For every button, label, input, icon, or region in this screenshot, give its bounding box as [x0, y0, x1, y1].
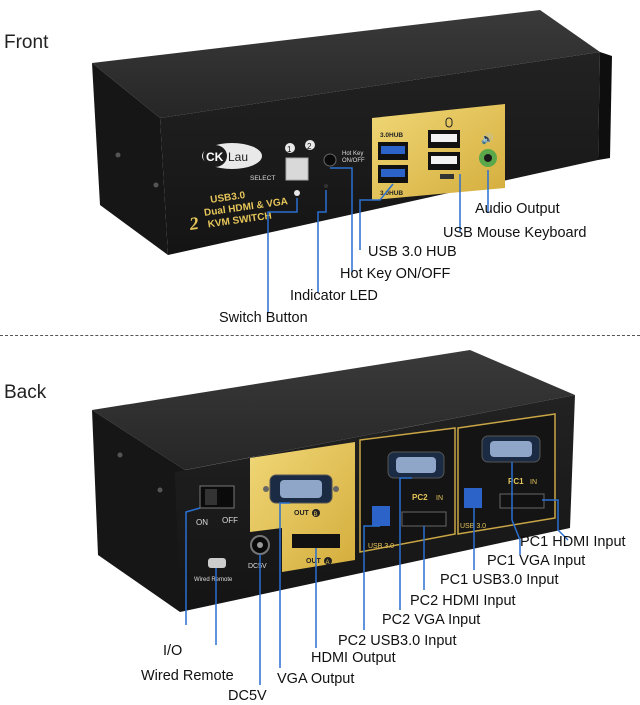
- svg-text:PC1: PC1: [508, 477, 524, 486]
- callout-pc2-vga: PC2 VGA Input: [382, 612, 481, 628]
- pc2-panel: [359, 427, 456, 553]
- pc1-usb3-port-icon: [464, 488, 482, 508]
- front-title: Front: [4, 32, 49, 53]
- back-top-face: [92, 350, 575, 470]
- pc2-usb3-port-icon: [372, 506, 390, 526]
- select-button-icon: [285, 157, 309, 181]
- callout-dc5v: DC5V: [228, 688, 267, 704]
- pc1-vga-port-icon: [490, 441, 532, 457]
- pc1-hdmi-port-icon: [499, 493, 545, 509]
- callout-hot-key: Hot Key ON/OFF: [340, 266, 451, 282]
- svg-text:Wired Remote: Wired Remote: [194, 577, 233, 583]
- svg-text:3.0HUB: 3.0HUB: [380, 132, 403, 139]
- svg-text:OUT: OUT: [306, 558, 322, 565]
- front-top-face: [92, 10, 600, 118]
- hdmi-output-port-icon: [292, 534, 340, 548]
- led-icon: [324, 184, 328, 188]
- svg-text:ON/OFF: ON/OFF: [342, 158, 365, 164]
- svg-text:CK: CK: [206, 150, 224, 164]
- screw-icon: [157, 487, 163, 493]
- screw-icon: [117, 452, 123, 458]
- mouse-icon: [445, 117, 453, 128]
- svg-text:1: 1: [287, 145, 292, 154]
- svg-text:USB 3.0: USB 3.0: [368, 543, 394, 550]
- screw-icon: [115, 152, 121, 158]
- svg-text:PC2: PC2: [412, 493, 428, 502]
- callout-audio-output: Audio Output: [475, 201, 560, 217]
- svg-text:Hot Key: Hot Key: [342, 151, 363, 157]
- hotkey-button-icon: [323, 153, 337, 167]
- svg-text:USB 3.0: USB 3.0: [460, 523, 486, 530]
- svg-text:ON: ON: [196, 518, 208, 527]
- section-divider: [0, 335, 640, 336]
- svg-text:IN: IN: [436, 495, 443, 502]
- callout-io: I/O: [163, 643, 183, 659]
- pc2-number-icon: [305, 140, 315, 150]
- pc2-vga-port-icon: [396, 457, 436, 473]
- svg-text:USB3.0: USB3.0: [210, 190, 247, 206]
- usb-keyboard-port-icon: [431, 156, 457, 164]
- front-left-side: [92, 63, 168, 255]
- keyboard-icon: [440, 174, 454, 179]
- svg-text:OFF: OFF: [222, 516, 238, 525]
- usb-mouse-port-icon: [431, 134, 457, 142]
- back-title: Back: [4, 382, 47, 403]
- brand-logo: CK Lau: [202, 143, 262, 169]
- back-device: ON OFF Wired Remote DC5V OUT B OUT A USB…: [92, 350, 575, 612]
- pc1-panel: [457, 413, 556, 535]
- callout-pc2-hdmi: PC2 HDMI Input: [410, 593, 516, 609]
- svg-text:A: A: [326, 560, 330, 566]
- usb3-port-icon: [381, 146, 405, 154]
- callout-pc2-usb3: PC2 USB3.0 Input: [338, 633, 457, 649]
- callout-usb-mouse-keyboard: USB Mouse Keyboard: [443, 225, 587, 241]
- svg-text:2: 2: [307, 142, 312, 151]
- vga-output-port-icon: [280, 480, 322, 498]
- screw-icon: [153, 182, 159, 188]
- callout-pc1-vga: PC1 VGA Input: [487, 553, 586, 569]
- svg-text:B: B: [314, 512, 318, 518]
- usb3-port-icon: [381, 169, 405, 177]
- svg-text:SELECT: SELECT: [250, 175, 275, 182]
- svg-text:Lau: Lau: [228, 150, 248, 164]
- callout-indicator-led: Indicator LED: [290, 288, 378, 304]
- wired-remote-port-icon: [208, 558, 226, 568]
- svg-text:OUT: OUT: [294, 510, 310, 517]
- callout-hdmi-output: HDMI Output: [311, 650, 396, 666]
- front-device: CK Lau USB3.0 Dual HDMI & VGA KVM SWITCH…: [92, 10, 612, 255]
- svg-text:2: 2: [187, 213, 200, 234]
- callout-wired-remote: Wired Remote: [141, 668, 234, 684]
- callout-vga-output: VGA Output: [277, 671, 355, 687]
- svg-text:3.0HUB: 3.0HUB: [380, 190, 403, 197]
- front-callout-lines: [267, 167, 489, 312]
- callout-switch-button: Switch Button: [219, 310, 308, 326]
- svg-text:DC5V: DC5V: [248, 563, 267, 570]
- svg-text:IN: IN: [530, 479, 537, 486]
- pc1-number-icon: [285, 143, 295, 153]
- callout-pc1-usb3: PC1 USB3.0 Input: [440, 572, 559, 588]
- back-callout-lines: [185, 462, 569, 685]
- svg-text:🔊: 🔊: [481, 132, 493, 145]
- back-left-side: [92, 410, 185, 612]
- callout-usb-hub: USB 3.0 HUB: [368, 244, 457, 260]
- callout-pc1-hdmi: PC1 HDMI Input: [520, 534, 626, 550]
- led-icon: [294, 190, 300, 196]
- pc2-hdmi-port-icon: [401, 511, 447, 527]
